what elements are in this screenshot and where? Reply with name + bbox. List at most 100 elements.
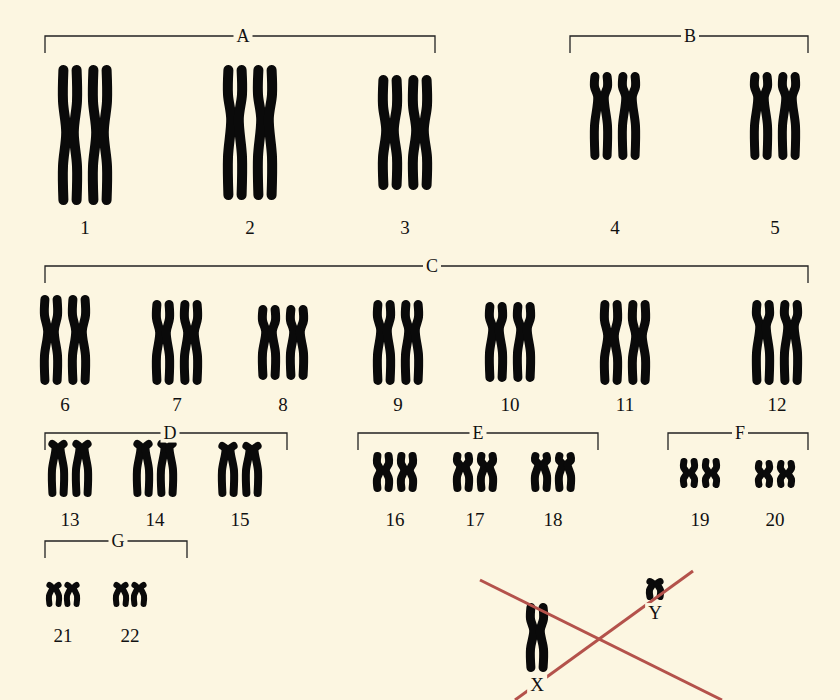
chromosome-number: 16	[383, 510, 408, 530]
chromosome-number: 7	[169, 395, 185, 415]
chromatid	[134, 585, 137, 604]
chromatid	[67, 585, 70, 604]
chromosome-number: 14	[143, 510, 168, 530]
cross-line	[480, 580, 722, 700]
chromosome-number: 5	[767, 218, 783, 238]
chromatid	[568, 456, 571, 488]
chromatid	[61, 444, 65, 493]
chromatid	[604, 305, 607, 381]
chromatid	[490, 456, 493, 488]
chromatid	[231, 446, 235, 493]
chromatid	[559, 456, 562, 488]
chromatid	[44, 300, 47, 381]
chromatid	[535, 456, 538, 488]
chromatid	[614, 305, 617, 381]
chromatid	[401, 456, 404, 488]
chromatid	[758, 464, 761, 485]
chromatid	[52, 444, 56, 493]
chromatid	[116, 585, 119, 604]
group-letter: G	[109, 532, 128, 551]
cross-mark	[480, 571, 722, 700]
chromosome-number: 21	[51, 626, 76, 646]
chromatid	[517, 307, 520, 378]
chromatid	[784, 305, 787, 381]
chromatid	[780, 464, 783, 485]
chromatid	[56, 585, 59, 604]
chromatid	[156, 305, 159, 381]
chromosome-number: 12	[765, 395, 790, 415]
chromosome-number: 22	[118, 626, 143, 646]
chromatid	[258, 70, 261, 195]
group-letter: D	[161, 424, 180, 443]
chromosome-number: 20	[763, 510, 788, 530]
chromatid	[386, 456, 389, 488]
chromatid	[290, 310, 293, 376]
chromosome-number: 8	[275, 395, 291, 415]
chromatid	[170, 444, 174, 493]
chromatid	[166, 305, 169, 381]
chromatid	[754, 77, 757, 156]
chromatid	[137, 444, 141, 493]
chromatid	[594, 77, 597, 156]
chromatid	[489, 307, 492, 378]
chromatid	[766, 305, 769, 381]
chromatid	[632, 305, 635, 381]
chromosome-number: Y	[645, 603, 665, 623]
chromosome-number: 11	[613, 395, 637, 415]
chromatid	[632, 77, 635, 156]
chromosome-number: 10	[498, 395, 523, 415]
chromatid	[76, 444, 80, 493]
chromosome-number: X	[527, 675, 547, 695]
chromatid	[530, 608, 533, 668]
group-letter: B	[681, 27, 699, 46]
chromatid	[683, 462, 686, 485]
chromatid	[481, 456, 484, 488]
chromatid	[49, 585, 52, 604]
chromosome-number: 17	[463, 510, 488, 530]
chromatid	[691, 462, 694, 485]
chromatid	[161, 444, 165, 493]
chromatid	[194, 305, 197, 381]
group-letter: C	[423, 257, 441, 276]
chromatid	[82, 300, 85, 381]
group-letter: E	[470, 424, 487, 443]
cross-line	[515, 571, 693, 700]
chromatid	[405, 305, 408, 381]
chromosome-number: 9	[390, 395, 406, 415]
chromatid	[141, 585, 144, 604]
group-letter: A	[234, 27, 253, 46]
chromatid	[184, 305, 187, 381]
chromatid	[622, 77, 625, 156]
chromatid	[764, 77, 767, 156]
chromatid	[269, 70, 272, 195]
group-letter: F	[732, 424, 748, 443]
chromatid	[123, 585, 126, 604]
chromatid	[766, 464, 769, 485]
chromatid	[544, 456, 547, 488]
chromatid	[300, 310, 303, 376]
chromatid	[387, 305, 390, 381]
chromatid	[239, 70, 242, 195]
chromosome-number: 2	[242, 218, 258, 238]
chromatid	[410, 456, 413, 488]
chromatid	[377, 305, 380, 381]
chromatid	[262, 310, 265, 376]
chromosome-number: 4	[607, 218, 623, 238]
bracket-group	[45, 36, 808, 558]
chromatid	[72, 300, 75, 381]
chromatid	[705, 462, 708, 485]
chromatid	[527, 307, 530, 378]
chromatid	[413, 80, 416, 185]
chromatid	[788, 464, 791, 485]
chromatid	[54, 300, 57, 381]
chromatid	[424, 80, 427, 185]
chromatid	[466, 456, 469, 488]
chromatid	[228, 70, 231, 195]
chromatid	[782, 77, 785, 156]
chromatid	[74, 70, 77, 200]
chromatid	[499, 307, 502, 378]
chromosome-number: 18	[541, 510, 566, 530]
